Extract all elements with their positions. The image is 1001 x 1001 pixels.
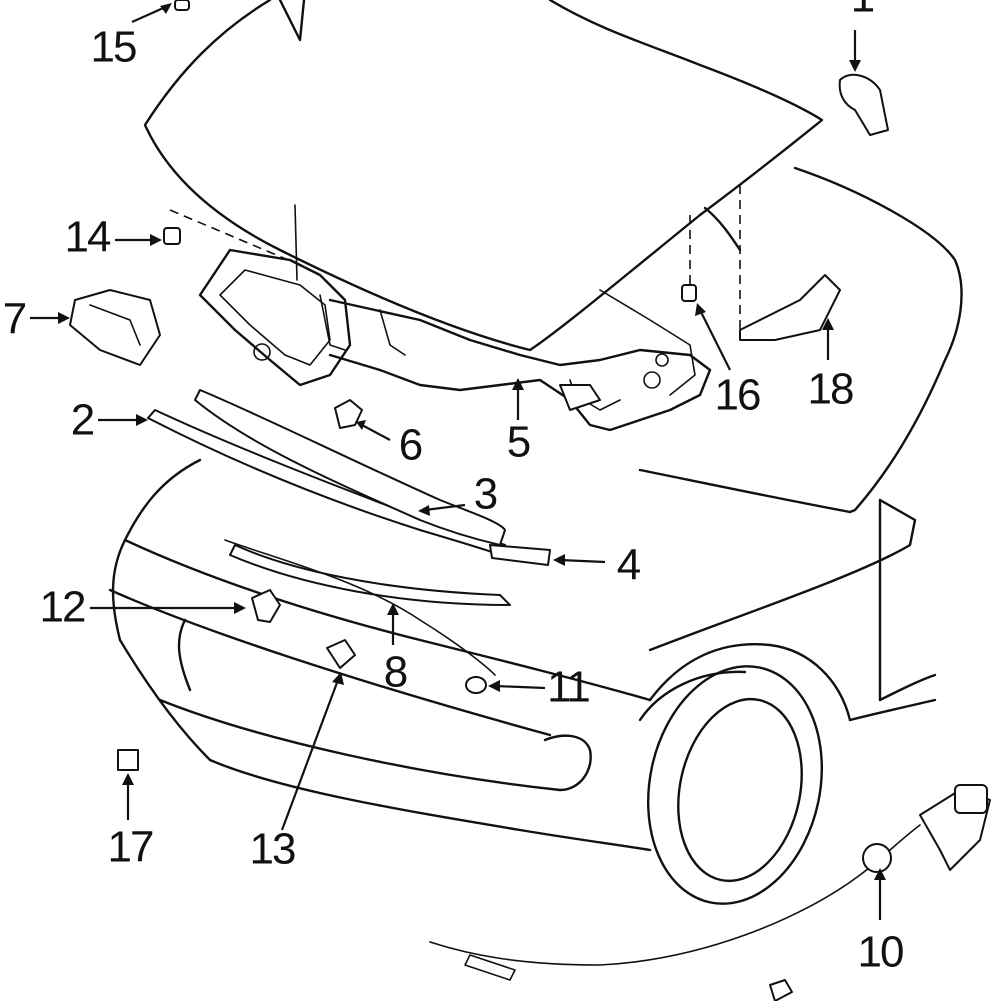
release-cables (224, 539, 991, 1001)
callout-14: 14 (65, 213, 111, 262)
hardware-parts (69, 0, 889, 771)
callout-15: 15 (91, 23, 136, 72)
callout-18: 18 (808, 365, 853, 414)
car-body-outline (108, 166, 963, 905)
guide-lines (169, 185, 741, 330)
callout-13: 13 (250, 825, 295, 874)
callout-1: 1 (851, 0, 874, 22)
callout-6: 6 (399, 421, 422, 470)
callout-2: 2 (71, 396, 94, 445)
callout-17: 17 (108, 823, 153, 872)
callout-labels: 15 1 14 7 2 6 5 16 18 3 4 12 8 11 17 13 … (3, 0, 905, 977)
callout-3: 3 (474, 470, 497, 519)
callout-16: 16 (715, 371, 760, 420)
callout-4: 4 (617, 541, 641, 590)
leader-arrows (30, 3, 886, 920)
callout-5: 5 (507, 418, 530, 467)
callout-10: 8 (384, 648, 407, 697)
hood-panel (143, 0, 824, 352)
callout-8: 10 (858, 928, 903, 977)
callout-12: 12 (40, 583, 85, 632)
callout-11: 11 (547, 663, 589, 712)
callout-7: 7 (3, 295, 26, 344)
hood-frame (198, 204, 712, 432)
